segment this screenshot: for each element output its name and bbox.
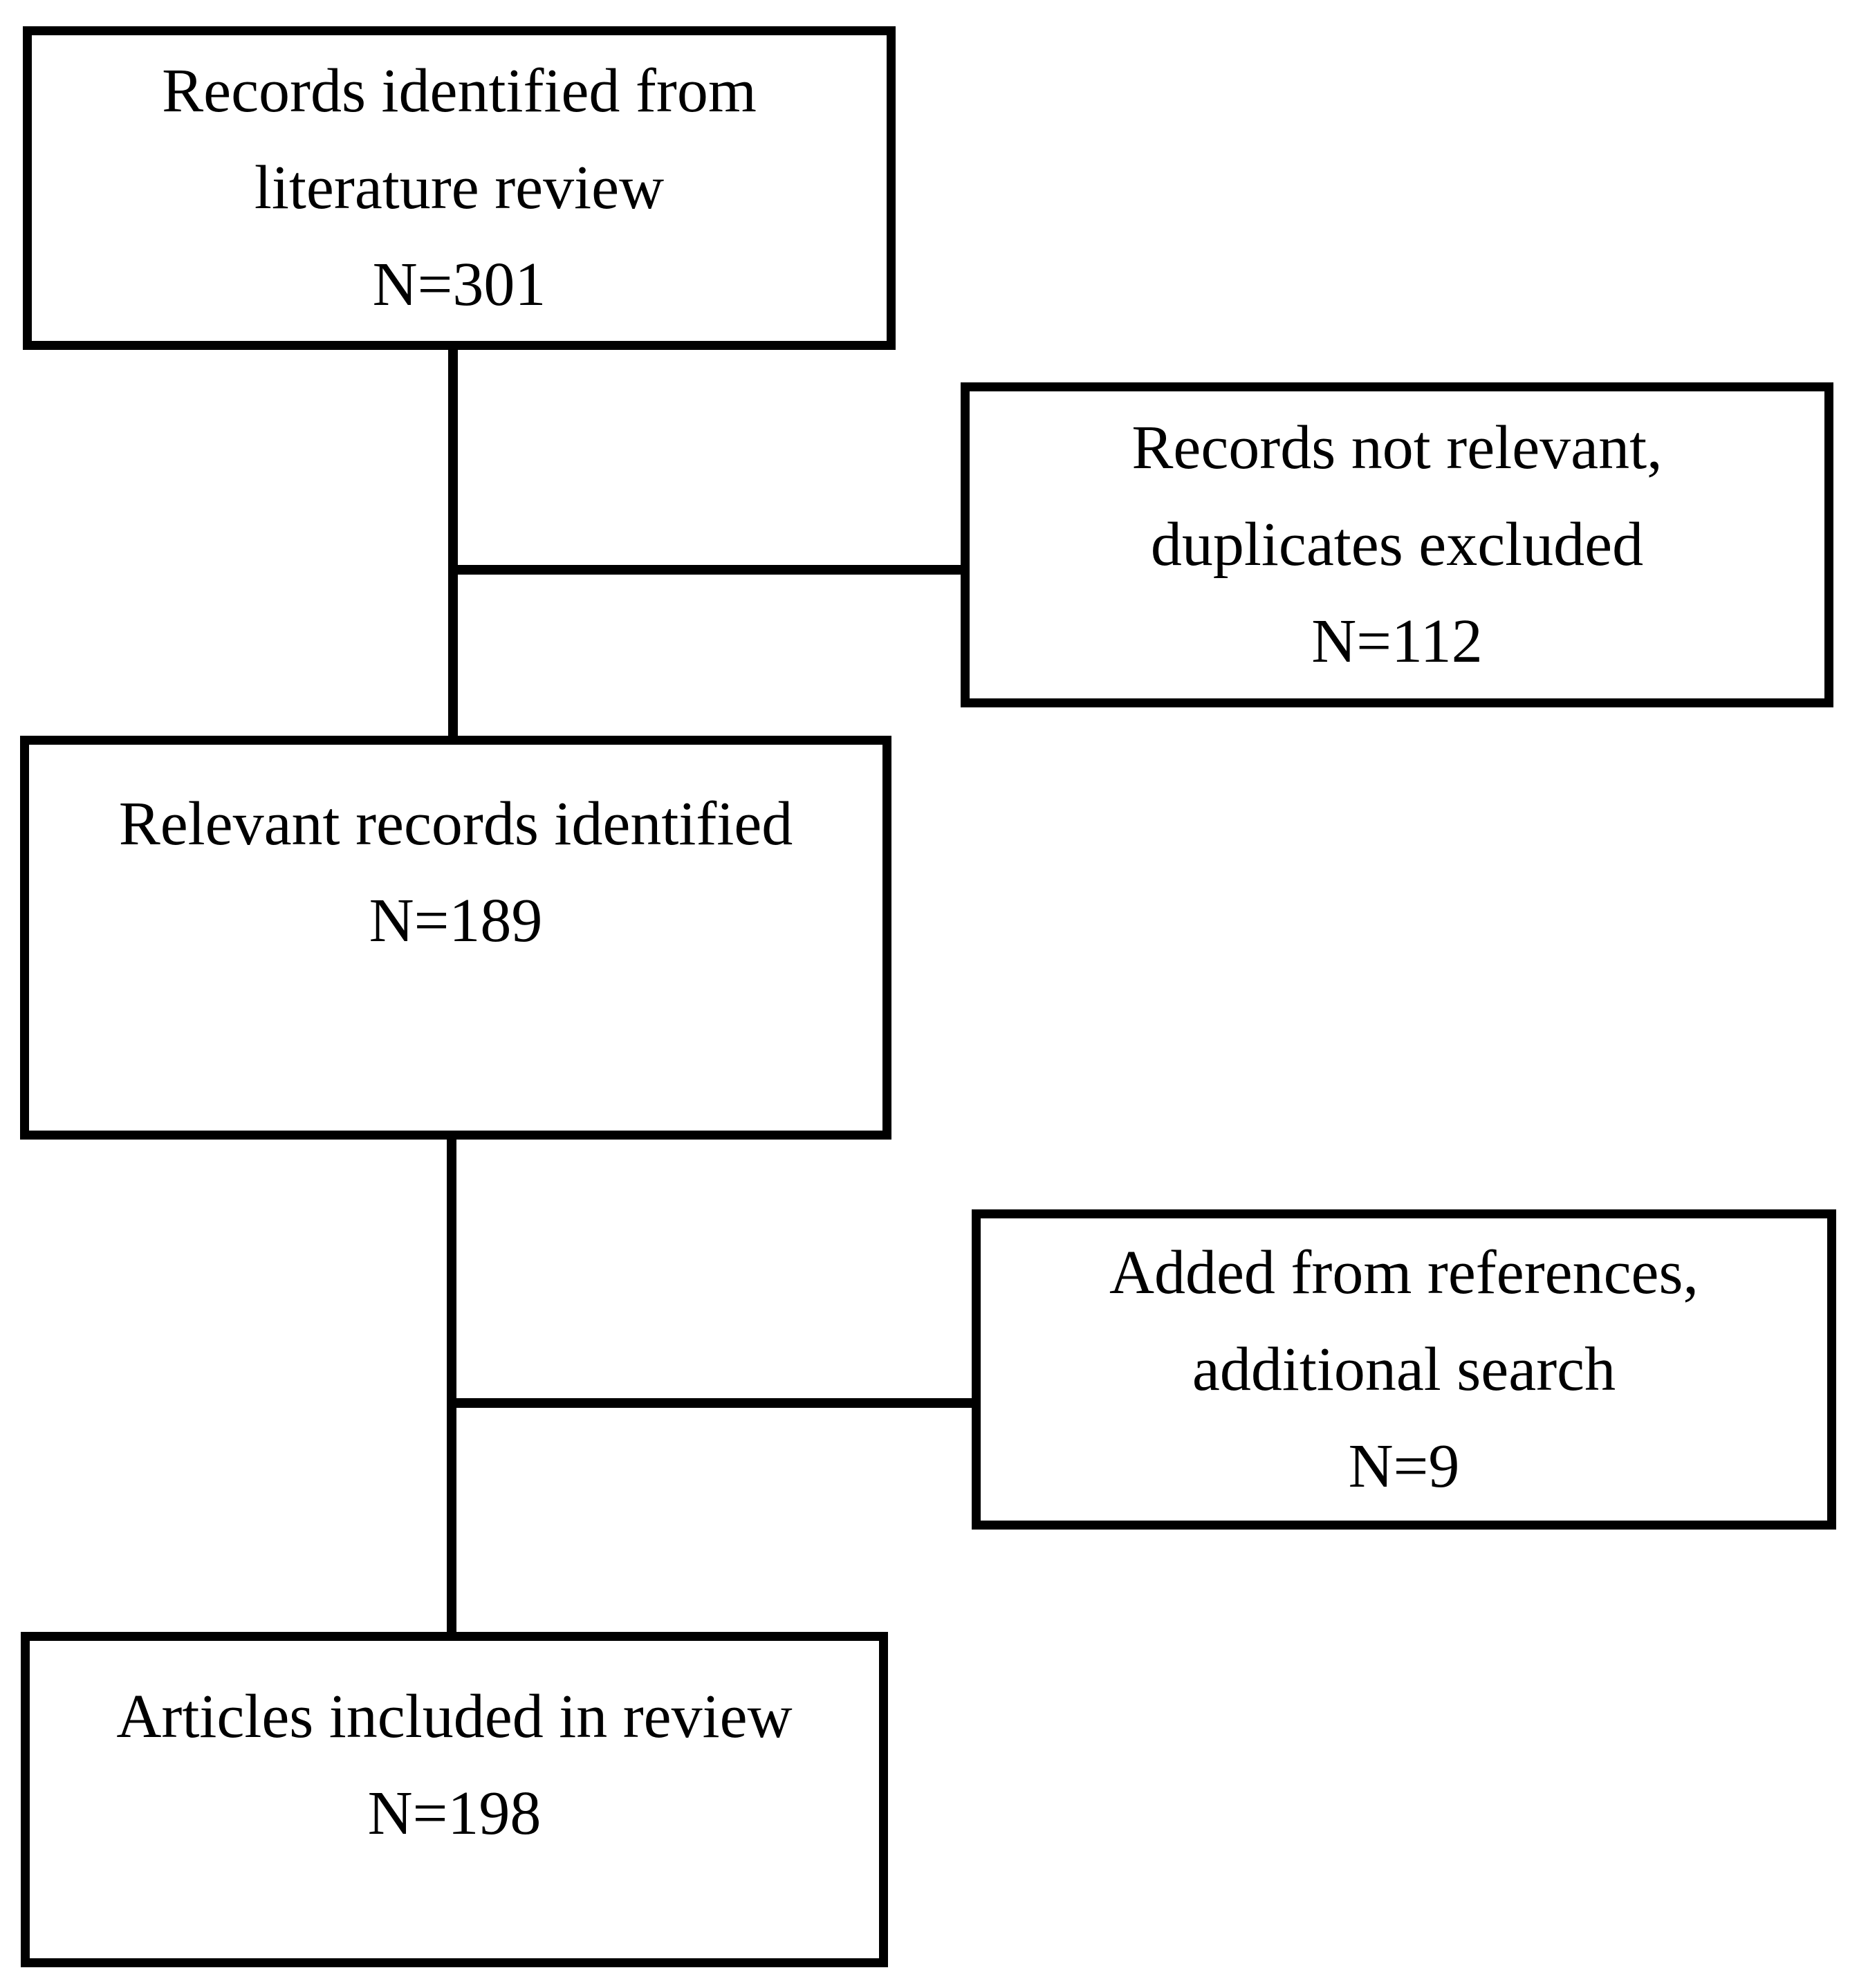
box-relevant-records: Relevant records identified N=189	[20, 736, 891, 1140]
box-records-identified-count: N=301	[372, 250, 546, 319]
box-records-excluded-line1: Records not relevant,	[1131, 414, 1663, 482]
box-added-references: Added from references, additional search…	[972, 1209, 1836, 1530]
box-records-identified: Records identified from literature revie…	[23, 26, 896, 350]
box-records-excluded-count: N=112	[1311, 607, 1483, 676]
box-records-identified-line1: Records identified from	[162, 57, 757, 125]
connector-relevant-to-articles-line	[447, 1139, 456, 1654]
box-articles-included-line1: Articles included in review	[116, 1682, 793, 1751]
box-articles-included: Articles included in review N=198	[21, 1632, 888, 1967]
box-articles-included-count: N=198	[367, 1779, 542, 1848]
connector-branch-to-excluded-line	[448, 565, 970, 575]
box-added-references-line2: additional search	[1192, 1335, 1616, 1404]
box-records-excluded: Records not relevant, duplicates exclude…	[961, 382, 1833, 707]
box-added-references-line1: Added from references,	[1109, 1238, 1699, 1307]
connector-branch-to-added-line	[447, 1398, 981, 1408]
box-relevant-records-count: N=189	[369, 886, 543, 955]
connector-records-to-relevant-line	[448, 349, 458, 768]
box-records-excluded-line2: duplicates excluded	[1150, 510, 1644, 579]
box-records-identified-line2: literature review	[254, 154, 665, 222]
box-added-references-count: N=9	[1348, 1431, 1460, 1501]
box-relevant-records-line1: Relevant records identified	[118, 790, 793, 858]
